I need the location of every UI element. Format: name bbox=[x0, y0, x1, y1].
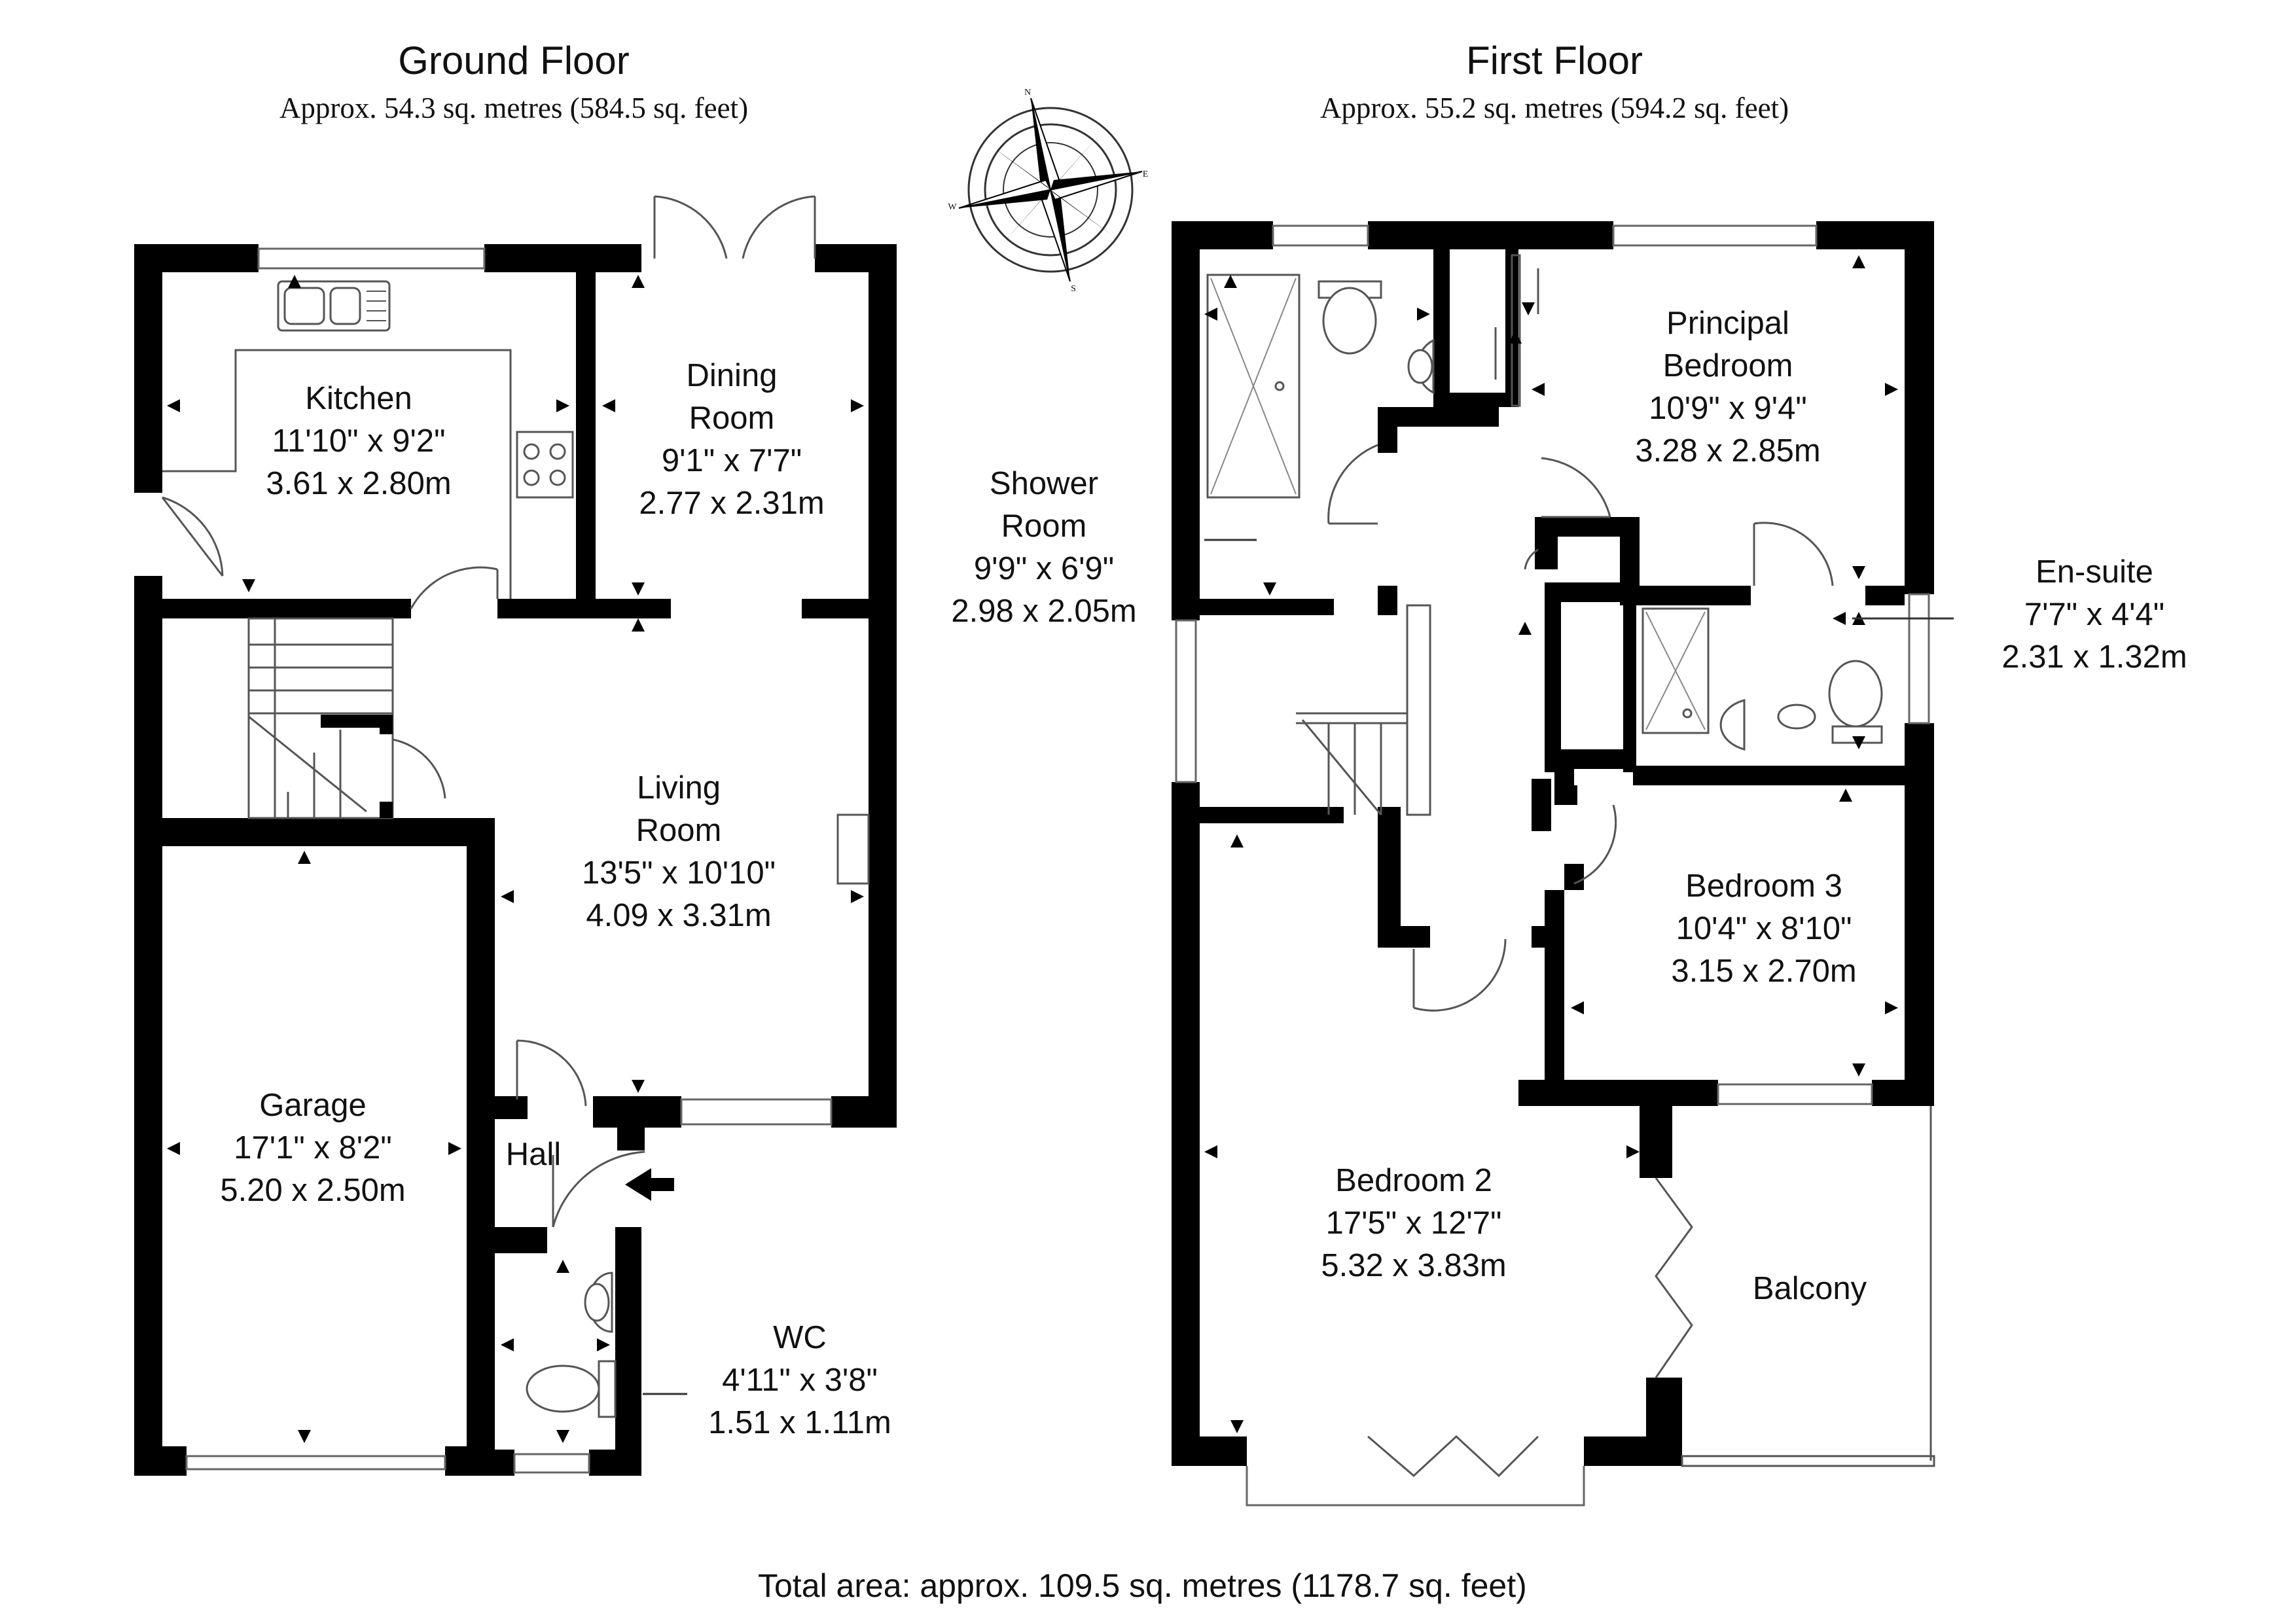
ensuite-metric: 2.31 x 1.32m bbox=[2001, 639, 2187, 675]
first-floor-walls bbox=[1172, 221, 1934, 1466]
living-imperial: 13'5" x 10'10" bbox=[582, 855, 776, 891]
wc-name: WC bbox=[773, 1320, 827, 1355]
bedroom2-bifold-doors-icon bbox=[1367, 1435, 1539, 1478]
balcony-label: Balcony bbox=[1753, 1271, 1867, 1306]
ground-floor-title: Ground Floor bbox=[398, 39, 630, 82]
balcony-rail bbox=[1681, 1455, 1935, 1467]
dining-french-doors-icon bbox=[653, 195, 816, 259]
principal-imperial: 10'9" x 9'4" bbox=[1649, 391, 1806, 426]
first-floor-title: First Floor bbox=[1466, 39, 1643, 82]
hall-label: Hall bbox=[506, 1137, 561, 1172]
principal-name-1: Principal bbox=[1666, 306, 1789, 341]
ground-floor-plan: Kitchen 11'10" x 9'2" 3.61 x 2.80m Dinin… bbox=[134, 195, 897, 1476]
bedroom3-imperial: 10'4" x 8'10" bbox=[1676, 911, 1852, 946]
wc-metric: 1.51 x 1.11m bbox=[708, 1405, 891, 1440]
living-metric: 4.09 x 3.31m bbox=[586, 898, 771, 933]
balcony-bifold-doors-icon bbox=[1655, 1177, 1693, 1378]
landing-window bbox=[1175, 619, 1197, 783]
kitchen-door-icon bbox=[161, 496, 224, 577]
dining-imperial: 9'1" x 7'7" bbox=[662, 443, 802, 478]
shower-window bbox=[1272, 224, 1369, 247]
living-window bbox=[680, 1098, 833, 1126]
first-floor-area: Approx. 55.2 sq. metres (594.2 sq. feet) bbox=[1320, 92, 1789, 124]
ensuite-window bbox=[1908, 593, 1930, 724]
ensuite-name: En-suite bbox=[2036, 554, 2153, 590]
ground-floor-walls bbox=[134, 244, 897, 1476]
wc-imperial: 4'11" x 3'8" bbox=[722, 1363, 878, 1398]
wc-window bbox=[513, 1453, 590, 1474]
living-fireplace bbox=[836, 813, 870, 885]
shower-name-1: Shower bbox=[990, 466, 1098, 501]
compass-n: N bbox=[1024, 88, 1031, 98]
principal-window bbox=[1612, 224, 1818, 247]
bedroom2-bay-window bbox=[1246, 1466, 1585, 1507]
kitchen-label: Kitchen 11'10" x 9'2" 3.61 x 2.80m bbox=[266, 381, 451, 501]
ensuite-basin-icon bbox=[1719, 699, 1816, 751]
shower-imperial: 9'9" x 6'9" bbox=[974, 551, 1114, 586]
kitchen-living-door-icon bbox=[410, 566, 499, 609]
shower-toilet-icon bbox=[1318, 280, 1382, 355]
kitchen-name: Kitchen bbox=[305, 381, 412, 416]
compass-w: W bbox=[948, 202, 957, 212]
kitchen-hob-icon bbox=[516, 431, 574, 499]
garage-door-opening bbox=[185, 1455, 446, 1471]
garage-metric: 5.20 x 2.50m bbox=[220, 1173, 405, 1208]
garage-imperial: 17'1" x 8'2" bbox=[234, 1130, 391, 1166]
bedroom3-window bbox=[1717, 1083, 1873, 1105]
entrance-arrow-icon bbox=[625, 1168, 674, 1201]
wc-basin-icon bbox=[584, 1272, 613, 1333]
living-name-2: Room bbox=[636, 813, 722, 848]
shower-room-label: Shower Room 9'9" x 6'9" 2.98 x 2.05m bbox=[951, 466, 1136, 629]
dining-room-label: Dining Room 9'1" x 7'7" 2.77 x 2.31m bbox=[639, 358, 824, 521]
bedroom3-name: Bedroom 3 bbox=[1685, 868, 1842, 904]
compass-rose-icon: N E S W bbox=[948, 88, 1148, 294]
bedroom2-name: Bedroom 2 bbox=[1335, 1163, 1492, 1198]
principal-bedroom-label: Principal Bedroom 10'9" x 9'4" 3.28 x 2.… bbox=[1635, 306, 1820, 469]
bedroom3-metric: 3.15 x 2.70m bbox=[1671, 954, 1856, 989]
first-stairs-icon bbox=[1296, 604, 1431, 816]
kitchen-window bbox=[257, 247, 486, 270]
shower-basin-icon bbox=[1407, 338, 1435, 395]
ensuite-imperial: 7'7" x 4'4" bbox=[2024, 597, 2164, 632]
living-room-label: Living Room 13'5" x 10'10" 4.09 x 3.31m bbox=[582, 770, 776, 933]
first-floor-doors-icon bbox=[1327, 444, 1834, 1012]
first-floor-plan: Principal Bedroom 10'9" x 9'4" 3.28 x 2.… bbox=[951, 221, 2187, 1507]
compass-s: S bbox=[1071, 284, 1076, 294]
wc-label: WC 4'11" x 3'8" 1.51 x 1.11m bbox=[708, 1320, 891, 1440]
bedroom2-imperial: 17'5" x 12'7" bbox=[1326, 1205, 1502, 1241]
principal-wardrobe bbox=[1494, 254, 1539, 407]
dining-name-1: Dining bbox=[687, 358, 778, 393]
kitchen-metric: 3.61 x 2.80m bbox=[266, 466, 451, 501]
dining-name-2: Room bbox=[689, 401, 775, 436]
ground-dimension-markers bbox=[167, 275, 864, 1443]
garage-name: Garage bbox=[259, 1088, 366, 1123]
shower-tray-icon bbox=[1206, 274, 1300, 499]
understairs-cupboard bbox=[321, 715, 446, 818]
front-door-icon bbox=[516, 1039, 645, 1228]
principal-name-2: Bedroom bbox=[1663, 348, 1793, 383]
kitchen-worktop bbox=[162, 349, 512, 599]
bedroom2-metric: 5.32 x 3.83m bbox=[1321, 1248, 1506, 1283]
compass-e: E bbox=[1143, 169, 1149, 179]
principal-metric: 3.28 x 2.85m bbox=[1635, 433, 1820, 469]
ensuite-shower-icon bbox=[1641, 607, 1710, 734]
total-area: Total area: approx. 109.5 sq. metres (11… bbox=[758, 1567, 1527, 1604]
wc-toilet-icon bbox=[526, 1360, 617, 1418]
garage-label: Garage 17'1" x 8'2" 5.20 x 2.50m bbox=[220, 1088, 405, 1208]
first-dimension-markers bbox=[1204, 255, 1898, 1433]
ensuite-label: En-suite 7'7" x 4'4" 2.31 x 1.32m bbox=[2001, 554, 2187, 675]
shower-metric: 2.98 x 2.05m bbox=[951, 594, 1136, 629]
bedroom2-label: Bedroom 2 17'5" x 12'7" 5.32 x 3.83m bbox=[1321, 1163, 1506, 1283]
bedroom3-label: Bedroom 3 10'4" x 8'10" 3.15 x 2.70m bbox=[1671, 868, 1856, 989]
shower-name-2: Room bbox=[1001, 508, 1087, 544]
living-name-1: Living bbox=[637, 770, 721, 806]
kitchen-imperial: 11'10" x 9'2" bbox=[272, 423, 445, 459]
kitchen-sink-icon bbox=[277, 280, 391, 332]
ground-floor-area: Approx. 54.3 sq. metres (584.5 sq. feet) bbox=[279, 92, 748, 124]
dining-metric: 2.77 x 2.31m bbox=[639, 486, 824, 521]
ensuite-toilet-icon bbox=[1828, 660, 1883, 744]
